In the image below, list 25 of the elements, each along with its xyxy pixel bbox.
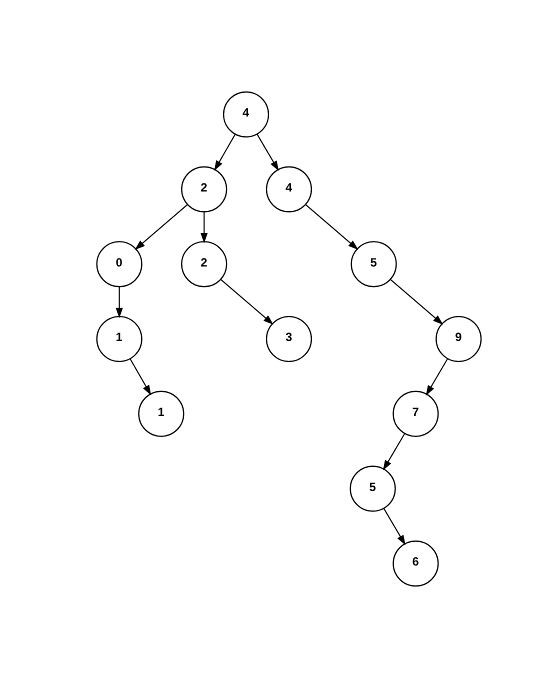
node-circle: 5 bbox=[350, 466, 396, 512]
node-circle: 5 bbox=[350, 241, 397, 288]
node-circle: 0 bbox=[96, 241, 142, 288]
node-circle: 7 bbox=[392, 390, 439, 437]
node-circle: 1 bbox=[96, 316, 142, 362]
arrow bbox=[426, 358, 448, 396]
arrow bbox=[214, 134, 236, 171]
node-circle: 9 bbox=[436, 316, 482, 362]
arrow bbox=[390, 279, 444, 325]
arrow bbox=[256, 134, 279, 172]
arrow bbox=[220, 279, 274, 325]
node-circle: 1 bbox=[138, 390, 184, 437]
arrow bbox=[200, 212, 208, 244]
arrow bbox=[130, 358, 152, 396]
arrow bbox=[134, 204, 188, 250]
arrow bbox=[116, 286, 123, 318]
node-circle: 6 bbox=[392, 540, 439, 587]
node-circle: 3 bbox=[266, 316, 312, 362]
node-circle: 4 bbox=[222, 91, 270, 138]
node-circle: 2 bbox=[181, 241, 228, 288]
node-circle: 4 bbox=[266, 166, 312, 212]
arrow bbox=[382, 433, 406, 470]
arrow bbox=[383, 508, 406, 546]
node-circle: 2 bbox=[181, 166, 228, 212]
arrow bbox=[305, 204, 358, 250]
